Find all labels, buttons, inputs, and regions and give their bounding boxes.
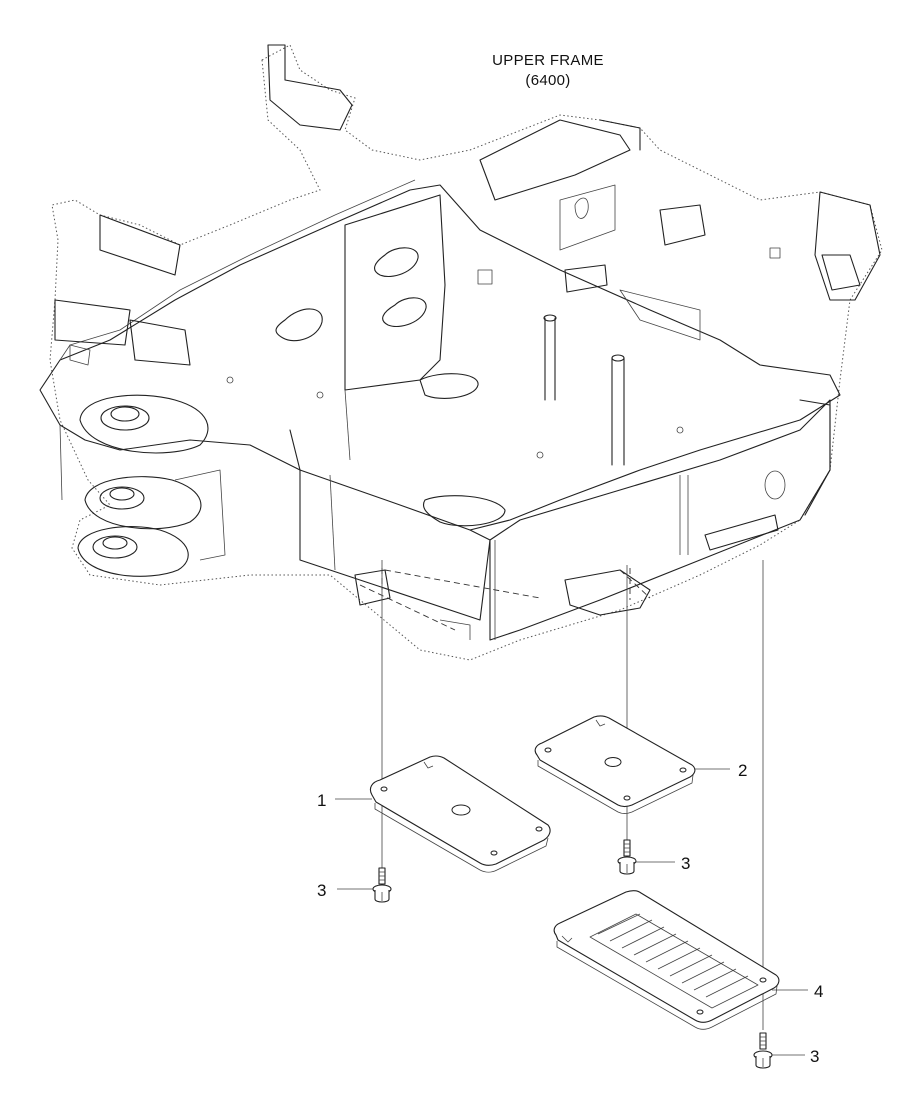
bolt-middle [617, 839, 637, 875]
frame-title: UPPER FRAME [492, 52, 604, 69]
bolt-right [753, 1032, 773, 1069]
callout-part-4: 4 [814, 982, 823, 1001]
callout-part-3-right: 3 [810, 1047, 819, 1066]
part-1-cover [369, 755, 551, 873]
callout-part-2: 2 [738, 761, 747, 780]
callout-part-3-middle: 3 [681, 854, 690, 873]
upper-frame [39, 44, 883, 661]
part-4-grille-cover [553, 890, 780, 1030]
frame-code: (6400) [525, 72, 570, 89]
callout-part-1: 1 [317, 791, 326, 810]
bolt-left [372, 867, 392, 903]
callout-leaders [335, 768, 808, 1056]
part-2-cover [534, 715, 696, 814]
callout-part-3-left: 3 [317, 881, 326, 900]
